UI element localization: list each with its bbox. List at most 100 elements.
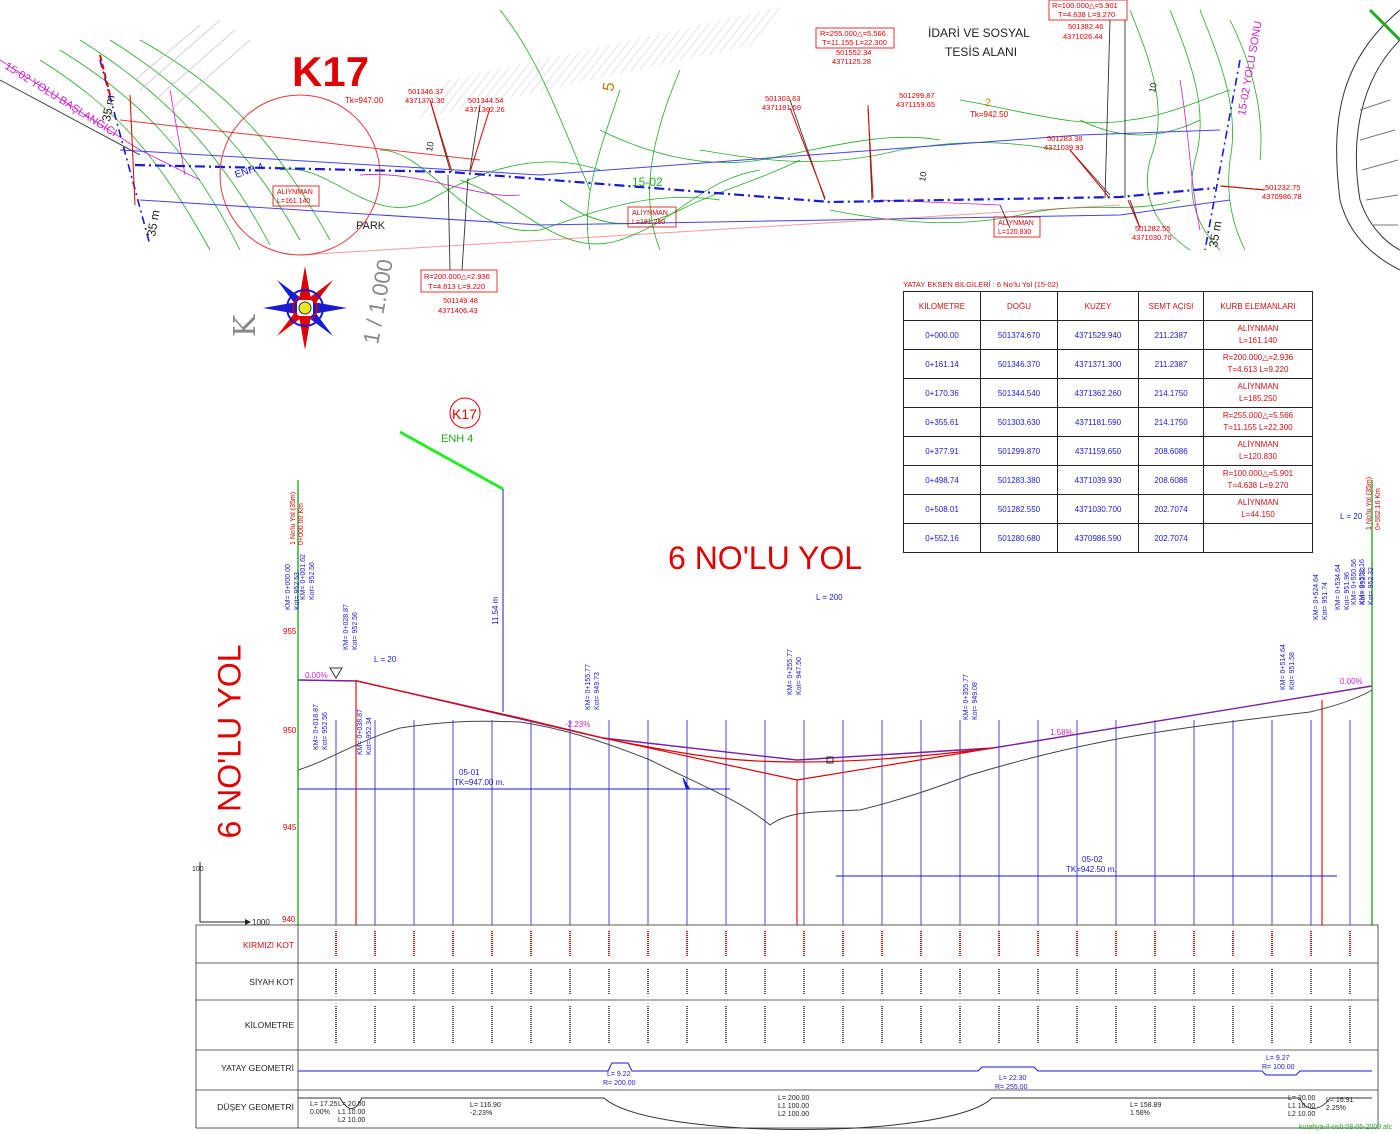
kurb-line-a: R=255.000△=5.566 <box>1222 411 1294 420</box>
end-axis-line <box>1204 59 1241 251</box>
curve-box-2-line2: T=11.155 L=22.300 <box>822 38 887 47</box>
table-cell-dogu: 501283.380 <box>980 465 1058 495</box>
tk-line-1-a: 05-01 <box>459 768 480 777</box>
hatch-stroke <box>619 35 651 75</box>
hatch-stroke <box>429 77 461 116</box>
scale-label: 1 / 1.000 <box>358 257 397 346</box>
width-label-2: 35 m <box>144 209 162 238</box>
table-cell-kuzey: 4371181.590 <box>1057 407 1139 437</box>
dusey-label-a: L= 17.25 <box>310 1101 338 1108</box>
axis-arrow-h <box>245 919 251 925</box>
parcel-5: 5 <box>600 81 618 93</box>
vc-left: L = 20 <box>374 655 397 664</box>
header-dogu: DOĞU <box>980 291 1058 321</box>
kurb-line-a: R=200.000△=2.936 <box>1222 353 1294 362</box>
table-cell-km: 0+552.16 <box>903 523 981 553</box>
hatch-stroke <box>499 62 531 101</box>
table-cell-kuzey: 4371529.940 <box>1057 320 1139 350</box>
yatay-label-l: L= 22.30 <box>999 1075 1027 1082</box>
coord-4-e: 501299.87 <box>899 91 934 100</box>
dusey-label-a: L= 158.89 <box>1130 1102 1161 1109</box>
hatch-stroke <box>489 64 521 103</box>
red-leaders <box>429 99 1266 229</box>
road-code-label: 15-02 <box>632 175 663 189</box>
hatch-stroke <box>459 71 491 110</box>
yatay-label-r: R= 200.00 <box>603 1080 636 1087</box>
band-ticks <box>335 931 1351 1044</box>
dusey-label-a: L= 16.91 <box>1326 1097 1354 1104</box>
table-cell-dogu: 501374.670 <box>980 320 1058 350</box>
tk-line-2-a: 05-02 <box>1082 855 1103 864</box>
hatch-stroke <box>599 40 631 79</box>
coord-4-n: 4371159.65 <box>896 100 935 109</box>
table-cell-kuzey: 4371030.700 <box>1057 494 1139 524</box>
kurb-line-b: T=4.638 L=9.270 <box>1227 481 1289 490</box>
sheet-title: K17 <box>292 48 370 95</box>
profile-view: K17 ENH 4 11.54 m 100 1000 955 950 945 9… <box>192 397 1382 1130</box>
kurb-line-a: ALİYNMAN <box>1237 498 1279 507</box>
curve-box-1-line1: R=200.000△=2.936 <box>424 272 490 281</box>
pvi-label-kot: Kot= 949.08 <box>972 682 979 720</box>
yatay-label-r: R= 255.00 <box>995 1084 1028 1091</box>
scale-v: 100 <box>192 866 204 873</box>
hatch-stroke <box>579 44 611 83</box>
hatch-stroke <box>669 24 701 64</box>
tk-line-2-b: TK=942.50 m. <box>1066 865 1116 874</box>
dusey-label-c: L2 100.00 <box>778 1111 809 1118</box>
dusey-geometry-line <box>298 1097 1372 1130</box>
contour-label-2: 10 <box>917 171 929 183</box>
footer-filename: kutahya-II-osb 08-06-2009.alc <box>1299 1124 1392 1131</box>
kurb-line-b: T=4.613 L=9.220 <box>1227 365 1289 374</box>
horizontal-alignment-table: KİLOMETRE DOĞU KUZEY SEMT AÇISI KURB ELE… <box>903 291 1313 553</box>
yatay-label-r: R= 100.00 <box>1262 1064 1295 1071</box>
table-cell-semt: 202.7074 <box>1138 523 1204 553</box>
pvi-label-kot: Kot= 951.96 <box>1344 572 1351 610</box>
table-cell-kuzey: 4371039.930 <box>1057 465 1139 495</box>
band-label-siyah: SİYAH KOT <box>249 977 294 987</box>
facility-title-1: İDARİ VE SOSYAL <box>928 26 1030 40</box>
table-cell-km: 0+355.61 <box>903 407 981 437</box>
tk-main: Tk=947.00 <box>345 96 384 105</box>
pvi-low-label-km: KM= 0+018.87 <box>313 704 320 750</box>
elev-955: 955 <box>283 627 297 636</box>
table-cell-km: 0+161.14 <box>903 349 981 379</box>
table-cell-semt: 214.1750 <box>1138 407 1204 437</box>
site-map-fragment <box>1336 8 1400 271</box>
hatch-stroke <box>679 22 711 61</box>
pvi-label-kot: Kot= 952.56 <box>309 562 316 600</box>
kurb-line-b: L=185.250 <box>1238 394 1278 403</box>
pvi-label-kot: Kot= 952.32 <box>1360 567 1367 605</box>
curve-box-2-coord2: 4371125.28 <box>832 57 871 66</box>
pvi-label-km: KM= 0+524.64 <box>1313 574 1320 620</box>
table-cell-dogu: 501344.540 <box>980 378 1058 408</box>
enh-green-line <box>399 430 504 491</box>
header-kurb: KURB ELEMANLARI <box>1203 291 1313 321</box>
pvi-label-km: KM= 0+001.62 <box>300 554 307 600</box>
coord-7-n: 4370986.78 <box>1262 192 1302 201</box>
width-label-1: 35 m <box>99 94 117 123</box>
curve-box-3-line1: R=100.000△=5.901 <box>1052 1 1118 10</box>
pvi-label-km: KM= 0+550.56 <box>1351 559 1358 605</box>
alignment-box-2-line2: L=181.250 <box>632 219 665 226</box>
pvi-label-kot: Kot= 951.74 <box>1322 582 1329 620</box>
grade-line <box>297 679 1373 761</box>
table-cell-dogu: 501282.550 <box>980 494 1058 524</box>
pvi-low-label-km: KM= 0+038.87 <box>357 709 364 755</box>
hatch-stroke <box>649 29 681 68</box>
hatch-stroke <box>479 66 511 105</box>
dusey-label-b: L1 100.00 <box>778 1103 809 1110</box>
table-cell-dogu: 501303.630 <box>980 407 1058 437</box>
curve-box-1-line2: T=4.613 L=9.220 <box>428 282 485 291</box>
dusey-label-a: L= 200.00 <box>778 1095 809 1102</box>
contour-label-3: 10 <box>1147 82 1159 94</box>
table-cell-kuzey: 4371371.300 <box>1057 349 1139 379</box>
header-semt: SEMT AÇISI <box>1138 291 1204 321</box>
table-title: YATAY EKSEN BİLGİLERİ : 6 No'lu Yol (15-… <box>903 280 1059 289</box>
